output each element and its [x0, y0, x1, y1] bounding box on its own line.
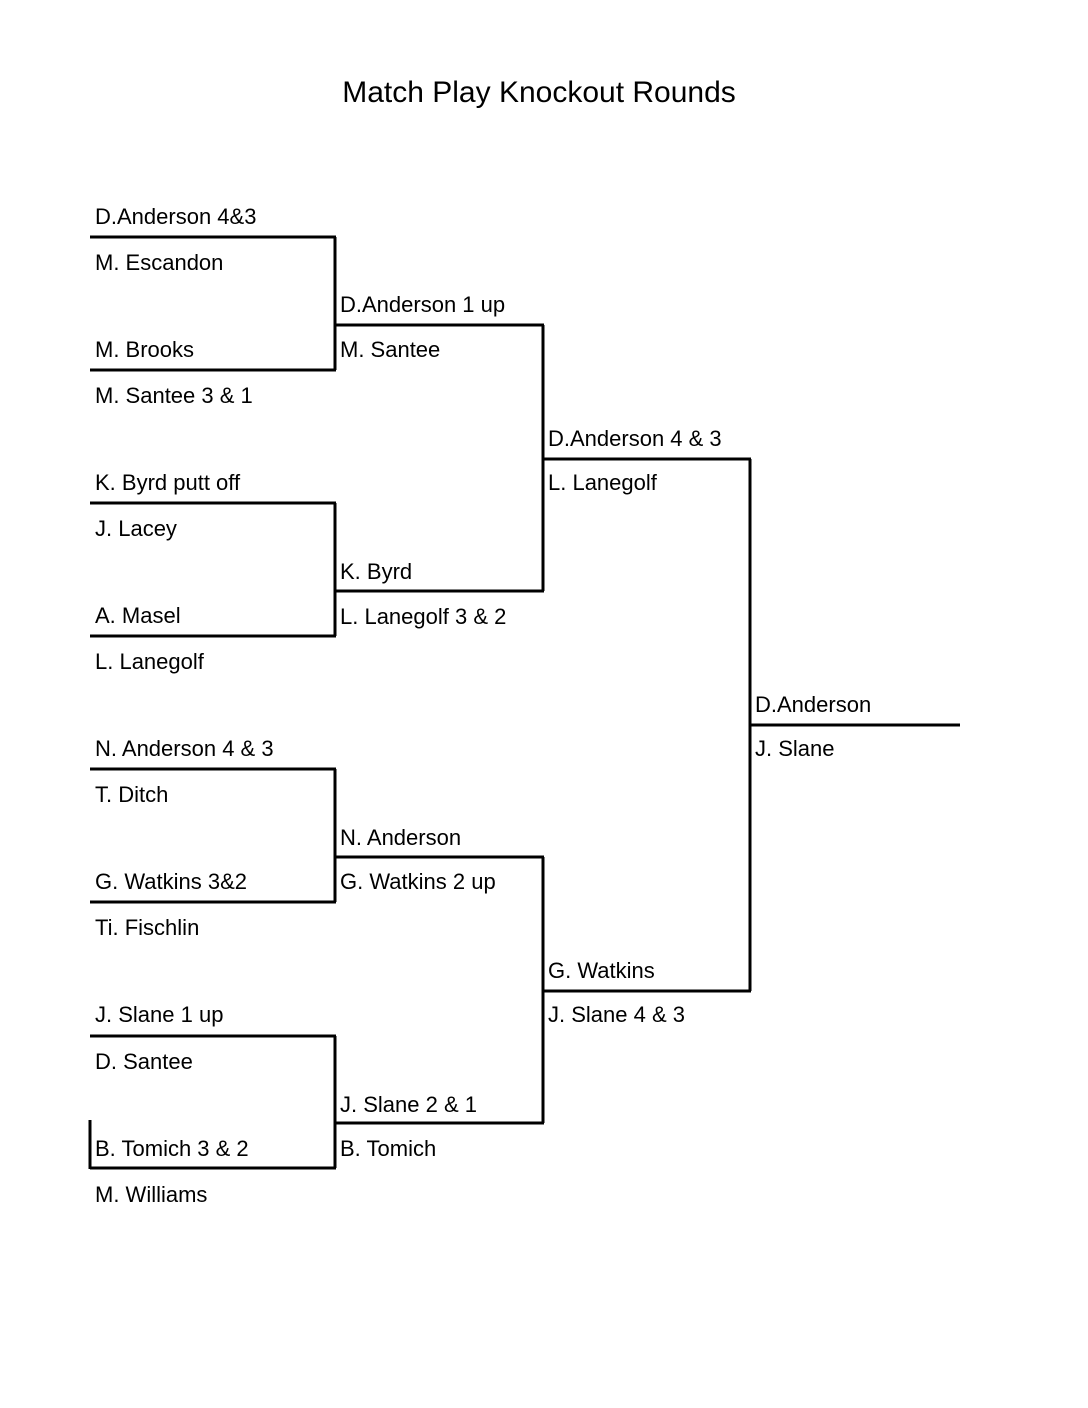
round1-entry: L. Lanegolf [95, 649, 204, 674]
round1-entry: J. Slane 1 up [95, 1002, 224, 1027]
round3-entry: L. Lanegolf [548, 470, 657, 495]
round1-lines [88, 235, 337, 1170]
round2-entry: L. Lanegolf 3 & 2 [340, 604, 507, 629]
round2-entry: N. Anderson [340, 825, 462, 850]
round1-entry: G. Watkins 3&2 [95, 869, 248, 894]
round1-entry: M. Santee 3 & 1 [95, 383, 253, 408]
round1-entry: M. Brooks [95, 337, 195, 362]
round1-entry: D. Santee [95, 1049, 193, 1074]
final-runner-up: J. Slane [755, 736, 835, 761]
round1-entry: D.Anderson 4&3 [95, 204, 257, 229]
round1-entry: B. Tomich 3 & 2 [95, 1136, 249, 1161]
round2-entry: M. Santee [340, 337, 441, 362]
round2-entry: J. Slane 2 & 1 [340, 1092, 477, 1117]
round1-entry: M. Williams [95, 1182, 208, 1207]
round2-entry: K. Byrd [340, 559, 413, 584]
round1-entry: T. Ditch [95, 782, 169, 807]
round1-entry: A. Masel [95, 603, 181, 628]
round1-entry: J. Lacey [95, 516, 177, 541]
round2-lines [335, 323, 545, 1125]
round1-entry: Ti. Fischlin [95, 915, 200, 940]
final-winner: D.Anderson [755, 692, 872, 717]
round3-lines [543, 457, 752, 993]
round1-entry: N. Anderson 4 & 3 [95, 736, 274, 761]
page-title: Match Play Knockout Rounds [342, 76, 736, 109]
round2-entry: B. Tomich [340, 1136, 437, 1161]
round2-entry: D.Anderson 1 up [340, 292, 506, 317]
round2-entry: G. Watkins 2 up [340, 869, 496, 894]
round1-entry: M. Escandon [95, 250, 224, 275]
round1-entry: K. Byrd putt off [95, 470, 241, 495]
round3-entry: G. Watkins [548, 958, 655, 983]
round3-entry: J. Slane 4 & 3 [548, 1002, 685, 1027]
round3-entry: D.Anderson 4 & 3 [548, 426, 722, 451]
